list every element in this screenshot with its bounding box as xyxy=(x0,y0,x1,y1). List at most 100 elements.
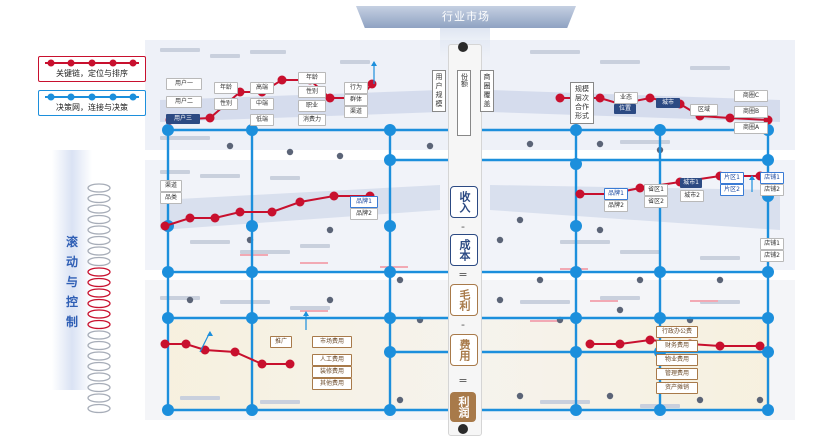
key-chain-node xyxy=(725,113,735,123)
user-scale-box: 用户 规模 xyxy=(432,70,446,112)
scale-level-box: 规模 层次 合作 形式 xyxy=(570,82,594,124)
decision-network-node xyxy=(762,312,774,324)
commercial-coverage-box: 商圈 覆盖 xyxy=(480,70,494,112)
decision-network-node xyxy=(762,266,774,278)
spring-coil xyxy=(87,319,111,330)
scatter-dot xyxy=(596,226,604,234)
spring-coil xyxy=(87,235,111,246)
key-chain-node xyxy=(235,207,245,217)
decision-network-node xyxy=(384,346,396,358)
minus-op: - xyxy=(461,318,465,331)
placeholder-bar xyxy=(220,300,270,304)
placeholder-bar xyxy=(160,296,200,300)
key-chain-node xyxy=(160,221,170,231)
decor-fee-tag: 装修费用 xyxy=(312,366,352,378)
scale-text: 规模 xyxy=(575,85,589,93)
district-b-tag: 商圈B xyxy=(734,106,768,118)
placeholder-bar xyxy=(250,50,286,54)
right-zone1: 片区1 xyxy=(720,172,744,184)
factor-gender-tag: 性别 xyxy=(298,86,326,98)
scatter-dot xyxy=(636,276,644,284)
key-chain-node xyxy=(267,207,277,217)
decision-network-node xyxy=(654,266,666,278)
arrow-head xyxy=(303,311,309,316)
scatter-dot xyxy=(426,142,434,150)
key-chain-node xyxy=(210,213,220,223)
amortize-tag: 资产摊销 xyxy=(656,382,698,394)
key-chain-node xyxy=(367,79,377,89)
decision-network-node xyxy=(384,312,396,324)
scatter-dot xyxy=(326,226,334,234)
placeholder-bar xyxy=(300,244,330,248)
scatter-dot xyxy=(396,396,404,404)
equals-op: = xyxy=(458,268,468,281)
key-chain-node xyxy=(205,113,215,123)
right-region1: 省区1 xyxy=(644,184,668,196)
decision-network-node xyxy=(384,404,396,416)
scatter-dot xyxy=(756,396,764,404)
labor-fee-tag: 人工费用 xyxy=(312,354,352,366)
spring-coil xyxy=(87,246,111,256)
spring-coil xyxy=(87,361,111,372)
legend-blue: 决策网，连接与决策 xyxy=(38,90,146,116)
product-brand2: 品牌2 xyxy=(350,208,378,220)
scatter-dot xyxy=(616,306,624,314)
decision-network-node xyxy=(570,404,582,416)
other-fee-tag: 其他费用 xyxy=(312,378,352,390)
scatter-dot xyxy=(496,296,504,304)
right-store1: 店铺1 xyxy=(760,172,784,184)
placeholder-bar xyxy=(540,400,590,404)
placeholder-bar xyxy=(200,174,240,178)
placeholder-bar xyxy=(180,396,220,400)
user-scale-text: 用户 xyxy=(435,73,443,90)
side-char: 动 xyxy=(65,255,78,269)
decision-network-node xyxy=(162,312,174,324)
position-tag: 位置 xyxy=(614,104,636,114)
attr-gender-tag: 性别 xyxy=(214,98,238,110)
spring-coil xyxy=(87,393,111,403)
spring-coil xyxy=(87,204,111,214)
equals-op: = xyxy=(458,374,468,387)
placeholder-bar xyxy=(340,60,370,64)
right-far-store1: 店铺1 xyxy=(760,238,784,250)
key-chain-node xyxy=(585,339,595,349)
decision-network-node xyxy=(246,266,258,278)
scatter-dot xyxy=(326,296,334,304)
decision-network-node xyxy=(162,266,174,278)
right-zone2: 片区2 xyxy=(720,184,744,196)
user-scale-text: 规模 xyxy=(435,91,443,108)
scale-text: 合作 xyxy=(575,103,589,111)
mid-left-category: 品类 xyxy=(160,192,182,204)
red-dash xyxy=(300,310,328,312)
placeholder-bar xyxy=(210,54,240,58)
decision-network-node xyxy=(384,220,396,232)
scatter-dot xyxy=(336,152,344,160)
spring-coil-icon xyxy=(87,183,111,414)
finance-fee-tag: 财务费用 xyxy=(656,340,698,352)
right-brand2: 品牌2 xyxy=(604,200,628,212)
scatter-dot xyxy=(606,392,614,400)
spring-coil xyxy=(87,351,111,361)
channel-tag: 渠道 xyxy=(344,106,368,118)
decision-network-node xyxy=(570,124,582,136)
key-chain-node xyxy=(185,213,195,223)
cost-label: 成本 xyxy=(450,234,478,266)
placeholder-bar xyxy=(260,400,300,404)
key-chain-node xyxy=(325,93,335,103)
red-chain-icon xyxy=(45,59,139,67)
scatter-dot xyxy=(716,276,724,284)
placeholder-bar xyxy=(270,176,300,180)
minus-op: - xyxy=(461,220,465,233)
decision-network-node xyxy=(570,220,582,232)
scatter-dot xyxy=(226,142,234,150)
decision-network-node xyxy=(762,404,774,416)
key-chain-node xyxy=(230,347,240,357)
behavior-tag: 行为 xyxy=(344,82,368,94)
arrow-head xyxy=(371,61,377,66)
decision-network-node xyxy=(654,312,666,324)
key-chain-node xyxy=(645,93,655,103)
scatter-dot xyxy=(526,140,534,148)
center-camera-icon xyxy=(458,42,468,52)
key-chain-node xyxy=(555,93,565,103)
